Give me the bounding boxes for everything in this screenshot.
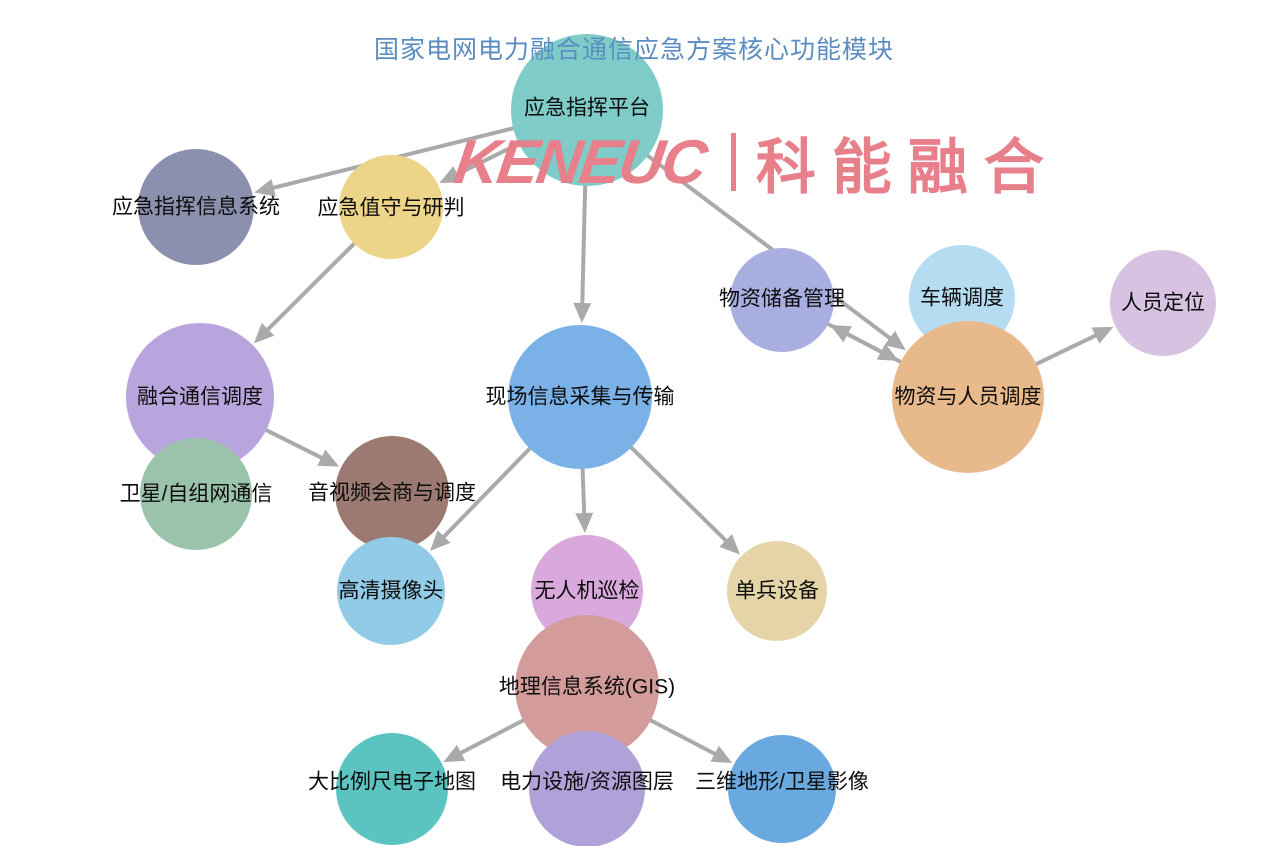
edge-arrowhead bbox=[317, 449, 340, 467]
node-circle-satellite[interactable] bbox=[140, 438, 252, 550]
node-circle-gis[interactable] bbox=[515, 615, 659, 759]
node-circle-supply_mgmt[interactable] bbox=[730, 248, 834, 352]
node-circle-soldier_eq[interactable] bbox=[727, 541, 827, 641]
node-circle-platform[interactable] bbox=[511, 34, 663, 186]
edge-arrowhead bbox=[884, 330, 906, 351]
node-circle-cmd_info_sys[interactable] bbox=[138, 149, 254, 265]
page-title: 国家电网电力融合通信应急方案核心功能模块 bbox=[373, 36, 894, 64]
edge-arrowhead bbox=[439, 166, 462, 184]
node-circle-power_layer[interactable] bbox=[529, 731, 645, 846]
node-circle-terrain[interactable] bbox=[728, 735, 836, 843]
node-circle-duty_judge[interactable] bbox=[339, 155, 443, 259]
edge-line bbox=[263, 225, 373, 334]
edge-arrowhead bbox=[254, 179, 276, 197]
edge-arrowhead bbox=[573, 302, 592, 324]
node-circle-uav_patrol[interactable] bbox=[531, 535, 643, 647]
edge-arrowhead bbox=[575, 512, 594, 534]
node-circle-field_info[interactable] bbox=[508, 325, 652, 469]
edge-arrowhead bbox=[710, 745, 733, 764]
edge-line bbox=[269, 118, 547, 191]
edge-arrowhead bbox=[430, 530, 451, 551]
node-circle-av_meeting[interactable] bbox=[335, 436, 449, 550]
edge-arrowhead bbox=[443, 744, 466, 763]
edge-arrowhead bbox=[876, 343, 899, 361]
edge-arrowhead bbox=[719, 534, 740, 555]
edge-arrowhead bbox=[253, 322, 275, 344]
edge-line bbox=[619, 133, 895, 343]
node-circle-fusion_comm[interactable] bbox=[126, 323, 274, 471]
node-circle-emap[interactable] bbox=[336, 733, 448, 845]
node-circle-person_locate[interactable] bbox=[1110, 250, 1216, 356]
edge-arrowhead bbox=[1091, 326, 1114, 344]
node-circle-supply_person[interactable] bbox=[892, 321, 1044, 473]
node-circle-hd_camera[interactable] bbox=[337, 537, 445, 645]
